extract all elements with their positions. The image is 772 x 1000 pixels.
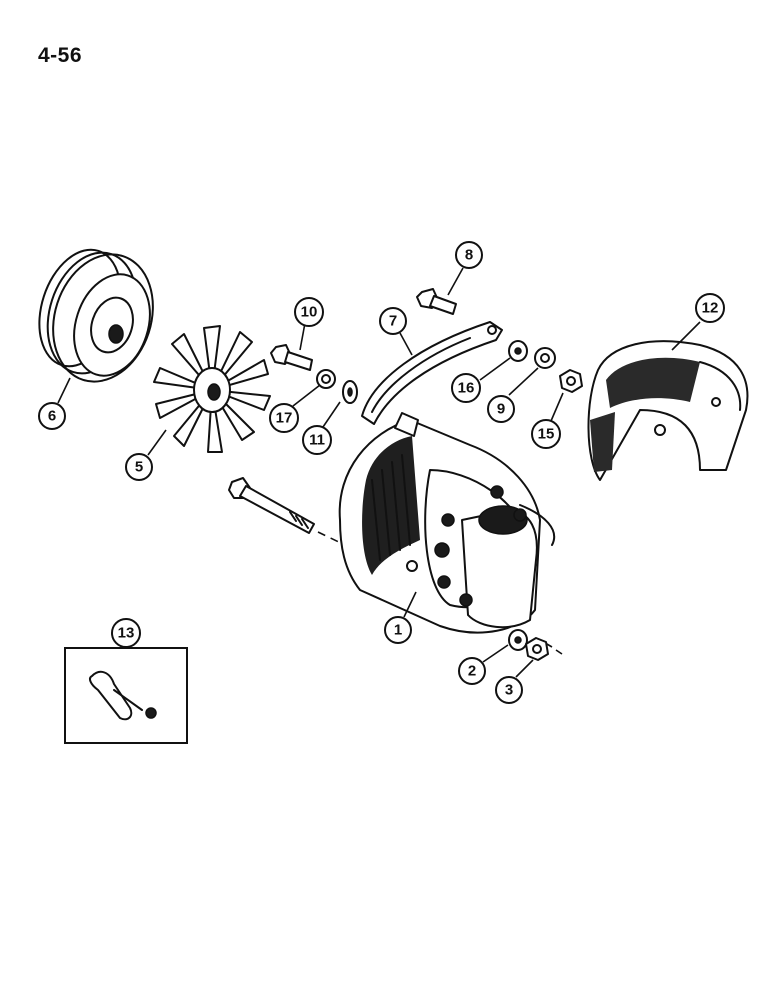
callout-9: 9: [487, 395, 515, 423]
strap-kit-box: [64, 647, 188, 744]
bolt-8: [416, 288, 457, 315]
callout-8: 8: [455, 241, 483, 269]
callout-16: 16: [451, 373, 481, 403]
callout-16-label: 16: [458, 380, 475, 397]
callout-15: 15: [531, 419, 561, 449]
flat-washer-11: [342, 380, 358, 404]
callout-12: 12: [695, 293, 725, 323]
long-through-bolt: [228, 477, 346, 546]
callout-6-label: 6: [48, 408, 56, 425]
callout-13: 13: [111, 618, 141, 648]
callout-11: 11: [302, 425, 332, 455]
flat-washer-16: [508, 340, 528, 362]
callout-10-label: 10: [301, 304, 318, 321]
alternator-shield: [587, 340, 749, 481]
callout-1-label: 1: [394, 622, 402, 639]
callout-5-label: 5: [135, 459, 143, 476]
callout-8-label: 8: [465, 247, 473, 264]
callout-7: 7: [379, 307, 407, 335]
callout-3-label: 3: [505, 682, 513, 699]
callout-6: 6: [38, 402, 66, 430]
callout-9-label: 9: [497, 401, 505, 418]
leader-lines: [57, 267, 701, 678]
callout-11-label: 11: [309, 432, 325, 449]
callout-17-label: 17: [276, 410, 293, 427]
lock-washer-9: [534, 347, 556, 369]
callout-3: 3: [495, 676, 523, 704]
nut-15: [559, 369, 583, 393]
callout-13-label: 13: [118, 625, 135, 642]
callout-17: 17: [269, 403, 299, 433]
callout-2: 2: [458, 657, 486, 685]
callout-15-label: 15: [538, 426, 555, 443]
pulley: [38, 248, 154, 383]
washer-2: [508, 629, 528, 651]
callout-1: 1: [384, 616, 412, 644]
page-number: 4-56: [38, 44, 83, 67]
callout-10: 10: [294, 297, 324, 327]
nut-3: [525, 637, 549, 661]
adjusting-strap: [361, 321, 503, 425]
fan: [153, 325, 271, 453]
callout-12-label: 12: [702, 300, 719, 317]
lock-washer-17: [316, 369, 336, 389]
bolt-10: [270, 344, 313, 371]
alternator: [338, 412, 563, 655]
callout-7-label: 7: [389, 313, 397, 330]
callout-2-label: 2: [468, 663, 476, 680]
callout-5: 5: [125, 453, 153, 481]
